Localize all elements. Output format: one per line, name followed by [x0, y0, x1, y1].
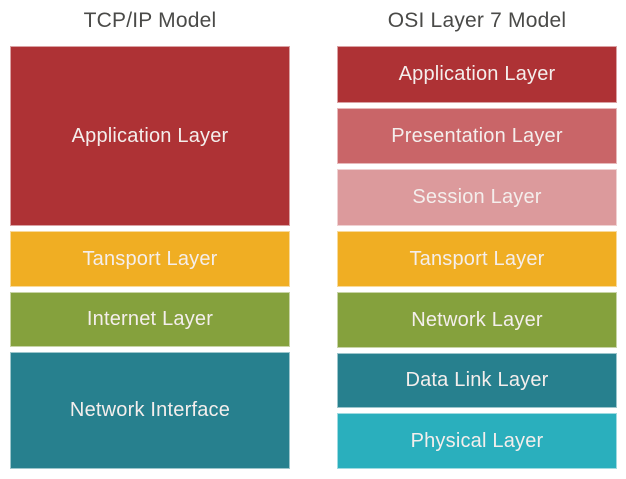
- osi-model-title: OSI Layer 7 Model: [387, 9, 567, 32]
- tcpip-internet-layer-box: Internet Layer: [10, 292, 290, 347]
- layer-label: Session Layer: [412, 186, 542, 208]
- osi-presentation-layer-box: Presentation Layer: [337, 108, 617, 164]
- tcpip-transport-layer-box: Tansport Layer: [10, 231, 290, 287]
- layer-label: Application Layer: [71, 124, 229, 147]
- osi-transport-layer-box: Tansport Layer: [337, 231, 617, 287]
- layer-label: Network Layer: [411, 308, 543, 331]
- tcpip-model-title: TCP/IP Model: [83, 9, 217, 32]
- layer-label: Tansport Layer: [82, 247, 218, 270]
- layer-label: Data Link Layer: [405, 369, 549, 391]
- osi-physical-layer-box: Physical Layer: [337, 413, 617, 469]
- layer-label: Physical Layer: [410, 429, 544, 452]
- layer-label: Internet Layer: [86, 308, 214, 330]
- osi-data-link-layer-box: Data Link Layer: [337, 353, 617, 408]
- tcpip-application-layer-box: Application Layer: [10, 46, 290, 226]
- layer-label: Application Layer: [398, 63, 556, 85]
- layer-label: Tansport Layer: [409, 247, 545, 270]
- layer-label: Presentation Layer: [391, 124, 563, 147]
- osi-application-layer-box: Application Layer: [337, 46, 617, 103]
- layer-label: Network Interface: [69, 399, 231, 421]
- osi-network-layer-box: Network Layer: [337, 292, 617, 348]
- osi-session-layer-box: Session Layer: [337, 169, 617, 226]
- tcpip-network-interface-box: Network Interface: [10, 352, 290, 469]
